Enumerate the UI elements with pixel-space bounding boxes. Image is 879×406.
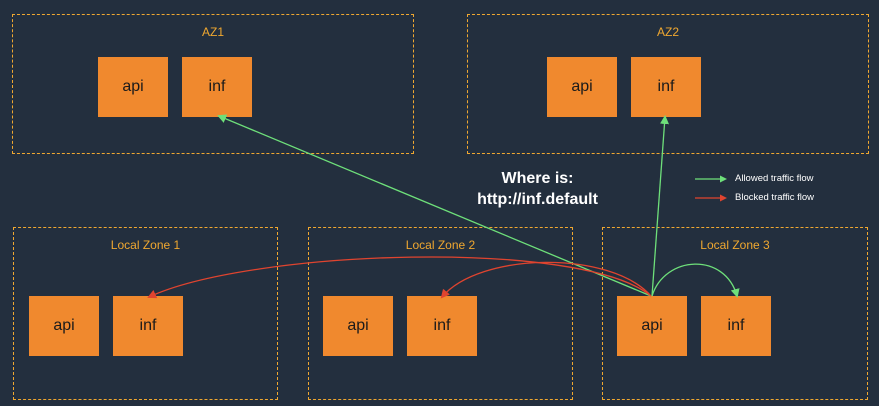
blocked-flow-to-lz2-inf bbox=[440, 261, 652, 299]
question-line-2: http://inf.default bbox=[477, 191, 598, 208]
zone-local-zone-1: Local Zone 1 api inf bbox=[13, 227, 278, 400]
lz1-inf-box: inf bbox=[113, 296, 183, 356]
legend-blocked: Blocked traffic flow bbox=[694, 188, 814, 207]
lz2-inf-box: inf bbox=[407, 296, 477, 356]
az2-api-box: api bbox=[547, 57, 617, 117]
blocked-arrow-icon bbox=[695, 194, 727, 201]
lz2-api-box: api bbox=[323, 296, 393, 356]
zone-local-zone-3: Local Zone 3 api inf bbox=[602, 227, 868, 400]
zone-az2-label: AZ2 bbox=[656, 25, 679, 39]
blocked-flow-to-lz1-inf bbox=[147, 256, 652, 299]
legend: Allowed traffic flow Blocked traffic flo… bbox=[694, 169, 814, 207]
zone-lz1-label: Local Zone 1 bbox=[110, 238, 181, 252]
az1-api-box: api bbox=[98, 57, 168, 117]
zone-local-zone-2: Local Zone 2 api inf bbox=[308, 227, 573, 400]
legend-allowed-label: Allowed traffic flow bbox=[735, 173, 814, 184]
lz3-inf-box: inf bbox=[701, 296, 771, 356]
allowed-flow-to-az2-inf bbox=[651, 115, 669, 297]
zone-az1-label: AZ1 bbox=[201, 25, 224, 39]
zone-az2: AZ2 api inf bbox=[467, 14, 869, 154]
lz3-api-box: api bbox=[617, 296, 687, 356]
allowed-flow-to-lz3-inf bbox=[651, 263, 740, 298]
allowed-flow-to-az1-inf bbox=[217, 114, 652, 297]
az1-inf-box: inf bbox=[182, 57, 252, 117]
question-line-1: Where is: bbox=[501, 170, 574, 187]
zone-az1: AZ1 api inf bbox=[12, 14, 414, 154]
legend-blocked-label: Blocked traffic flow bbox=[735, 192, 815, 203]
question-text: Where is: http://inf.default bbox=[450, 168, 625, 210]
legend-allowed: Allowed traffic flow bbox=[694, 169, 814, 188]
lz1-api-box: api bbox=[29, 296, 99, 356]
allowed-arrow-icon bbox=[695, 175, 727, 182]
zone-lz3-label: Local Zone 3 bbox=[700, 238, 770, 252]
az2-inf-box: inf bbox=[631, 57, 701, 117]
zone-lz2-label: Local Zone 2 bbox=[405, 238, 476, 252]
